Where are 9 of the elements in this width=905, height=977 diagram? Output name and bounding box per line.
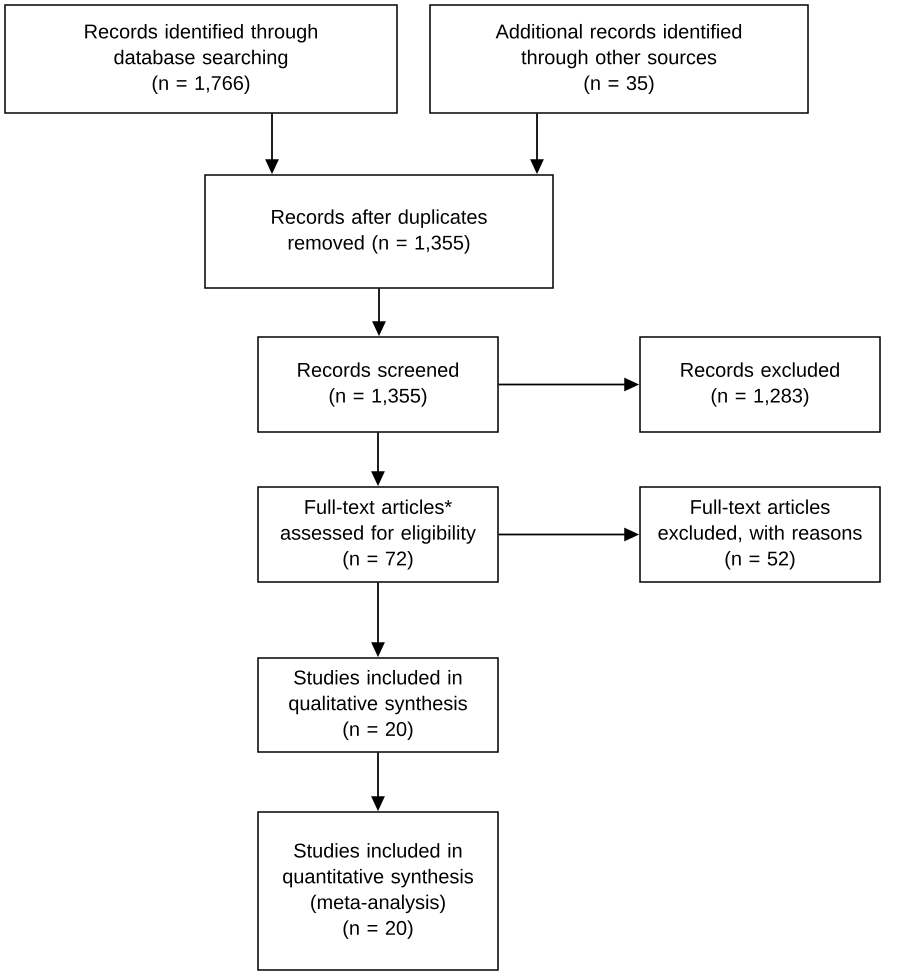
process-box: Full-text articles* assessed for eligibility (n = 72) [257,486,499,583]
process-box: Studies included in quantitative synthesis (meta-analysis) (n = 20) [257,811,499,971]
process-box: Studies included in qualitative synthesis (n = 20) [257,657,499,753]
process-box: Full-text articles excluded, with reasons (n = 52) [639,486,881,583]
process-box: Records excluded (n = 1,283) [639,336,881,433]
process-box: Additional records identified through other sources (n = 35) [429,4,809,114]
process-box: Records after duplicates removed (n = 1,355) [204,174,554,289]
process-box: Records identified through database searching (n = 1,766) [4,4,398,114]
process-box: Records screened (n = 1,355) [257,336,499,433]
